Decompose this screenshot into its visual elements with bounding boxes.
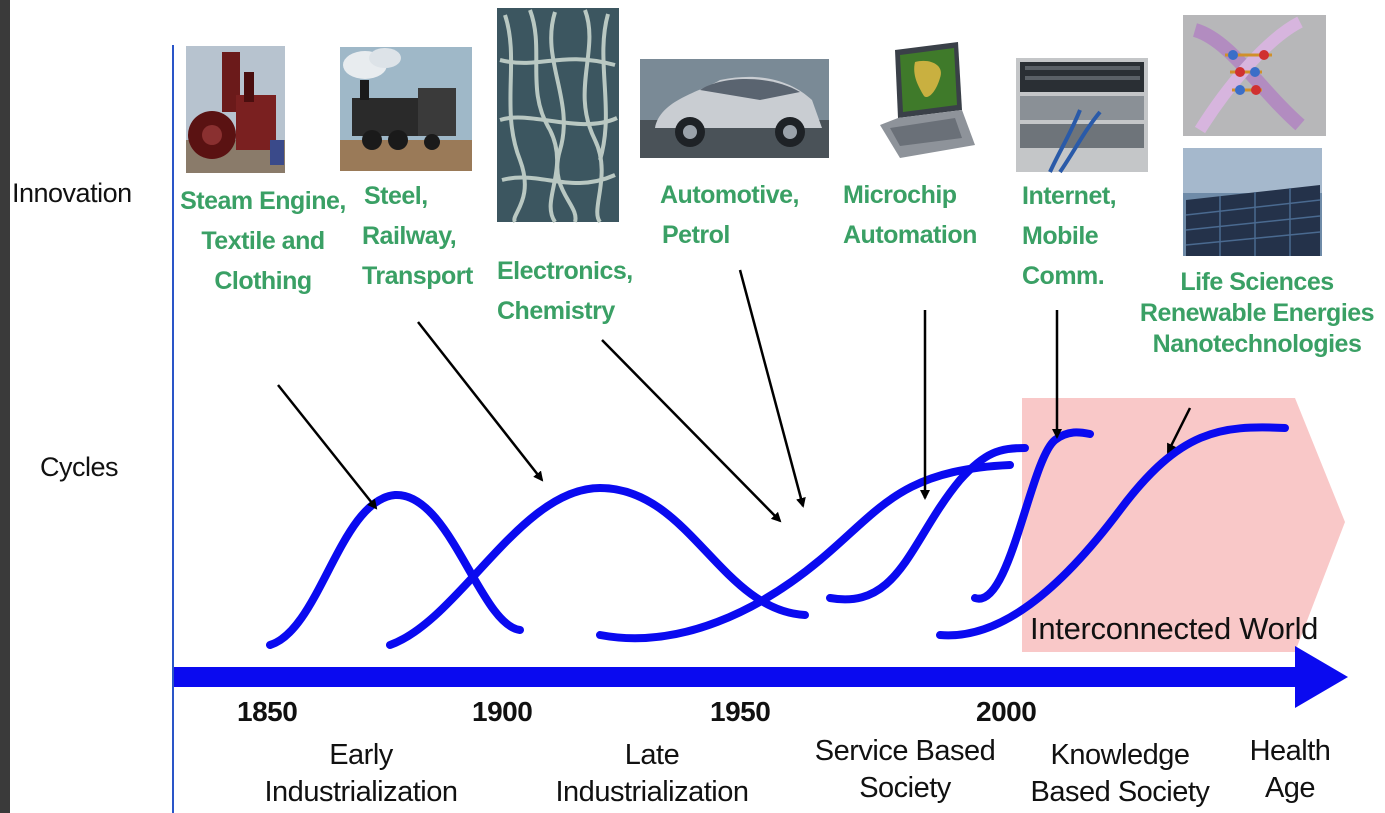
pointer-arrow-1: [277, 384, 378, 510]
innovation-line: Comm.: [1022, 262, 1105, 290]
era-line: Industrialization: [264, 776, 459, 808]
innovation-line: Petrol: [662, 221, 730, 249]
era-line: Age: [1264, 772, 1316, 804]
laptop-photo: [873, 42, 977, 160]
innovation-line: Clothing: [214, 267, 312, 295]
car-photo: [640, 59, 829, 158]
pointer-arrow-2: [417, 321, 544, 482]
innovation-line: Internet,: [1022, 182, 1117, 210]
year-1950: 1950: [710, 696, 771, 727]
era-line: Late: [624, 739, 680, 771]
locomotive-photo: [340, 47, 472, 171]
pointer-arrow-4: [738, 269, 806, 508]
pointer-arrow-3: [601, 339, 782, 523]
innovation-line: Electronics,: [497, 257, 633, 285]
year-2000: 2000: [976, 696, 1037, 727]
era-line: Health: [1249, 735, 1331, 767]
cycle-curves: [266, 423, 1289, 649]
interconnected-world-region: [1022, 398, 1345, 652]
era-line: Knowledge: [1050, 739, 1191, 771]
year-1850: 1850: [237, 696, 298, 727]
pointer-arrow-7: [1166, 407, 1192, 454]
innovation-life-sciences: Life Sciences Renewable Energies Nanotec…: [1133, 267, 1381, 360]
innovation-line: Steam Engine,: [180, 187, 346, 215]
era-knowledge-based-society: Knowledge Based Society: [1010, 737, 1230, 811]
innovation-internet: Internet, Mobile Comm.: [1022, 176, 1142, 296]
era-line: Based Society: [1030, 776, 1210, 808]
wires-photo: [497, 8, 619, 224]
era-health-age: Health Age: [1230, 733, 1350, 807]
era-line: Industrialization: [555, 776, 750, 808]
era-late-industrialization: Late Industrialization: [527, 737, 777, 811]
innovation-line: Life Sciences: [1180, 268, 1334, 296]
cycle-curve-5: [971, 428, 1094, 603]
vertical-axis-line: [172, 45, 174, 813]
innovation-line: Nanotechnologies: [1152, 330, 1362, 358]
innovation-automotive: Automotive, Petrol: [660, 175, 820, 255]
left-edge-bar: [0, 0, 10, 813]
pointer-arrows: [277, 269, 1192, 523]
cycle-curve-3: [596, 461, 1014, 643]
innovation-line: Renewable Energies: [1139, 299, 1375, 327]
cycles-row-label: Cycles: [40, 452, 119, 482]
dna-photo: [1183, 15, 1326, 136]
innovation-line: Microchip: [843, 181, 957, 209]
cycle-curve-4: [826, 444, 1029, 604]
timeline-arrow-shaft: [174, 667, 1314, 687]
cycle-curve-6: [936, 423, 1289, 640]
server-photo: [1016, 58, 1148, 174]
era-line: Service Based: [814, 735, 996, 767]
era-line: Society: [859, 772, 951, 804]
innovation-row-label: Innovation: [12, 178, 132, 208]
cycle-curve-1: [266, 490, 524, 649]
innovation-electronics: Electronics, Chemistry: [497, 251, 647, 331]
year-1900: 1900: [472, 696, 533, 727]
innovation-line: Chemistry: [497, 297, 615, 325]
innovation-line: Transport: [362, 262, 473, 290]
cycle-curve-2: [386, 483, 809, 649]
innovation-microchip: Microchip Automation: [843, 175, 1003, 255]
innovation-line: Mobile: [1022, 222, 1099, 250]
innovation-line: Textile and: [201, 227, 325, 255]
era-early-industrialization: Early Industrialization: [236, 737, 486, 811]
innovation-line: Automotive,: [660, 181, 799, 209]
interconnected-world-label: Interconnected World: [1030, 611, 1319, 646]
innovation-line: Railway,: [362, 222, 457, 250]
solar-panels-photo: [1183, 148, 1322, 256]
innovation-steel-railway: Steel, Railway, Transport: [350, 176, 485, 296]
steam-engine-photo: [186, 46, 285, 173]
era-service-based-society: Service Based Society: [795, 733, 1015, 807]
timeline-arrow-head: [1295, 646, 1348, 708]
era-line: Early: [329, 739, 393, 771]
innovation-steam-engine: Steam Engine, Textile and Clothing: [173, 181, 353, 301]
innovation-line: Steel,: [364, 182, 428, 210]
innovation-line: Automation: [843, 221, 977, 249]
